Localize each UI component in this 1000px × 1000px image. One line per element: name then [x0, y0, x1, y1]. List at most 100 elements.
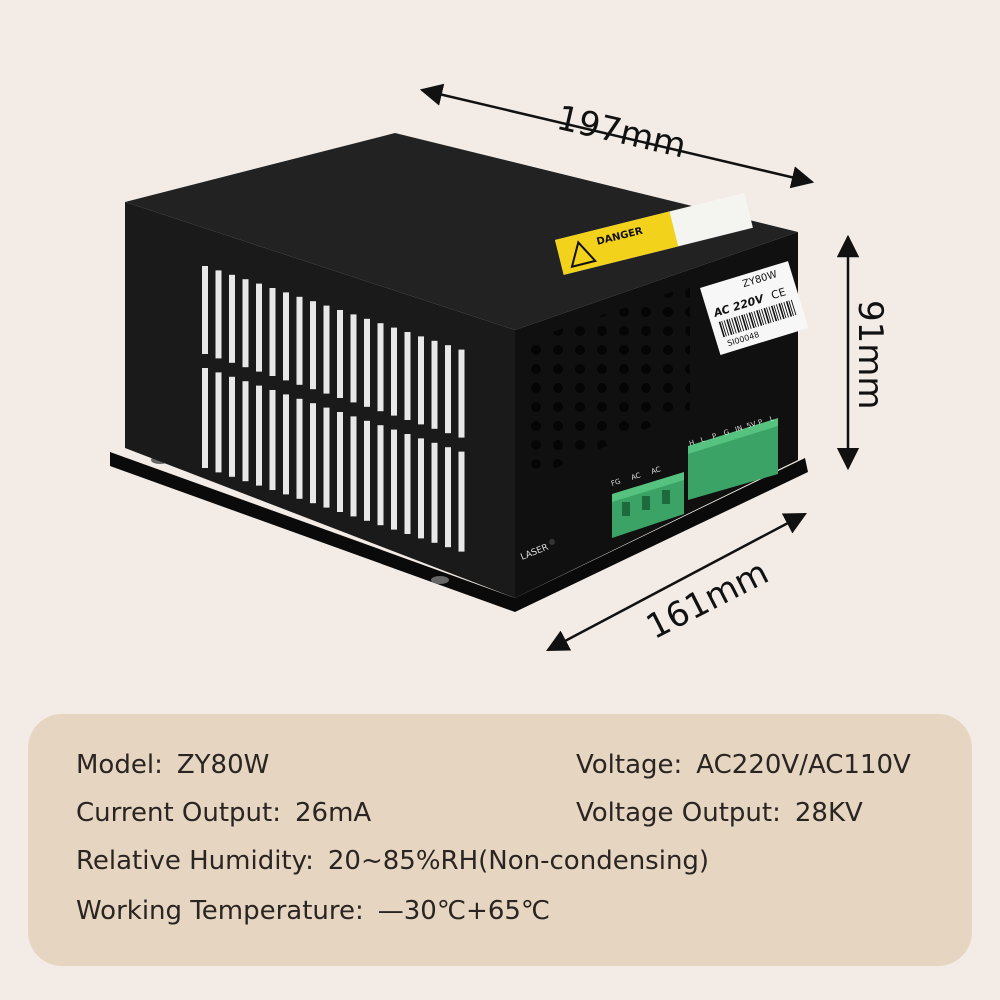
barcode-bar: [753, 311, 760, 327]
terminal-right-label: H: [688, 439, 695, 448]
barcode-bar: [780, 302, 787, 319]
screw-hole-icon: [431, 576, 449, 584]
spec-humidity-value: 20~85%RH(Non-condensing): [327, 846, 710, 876]
depth-arrow: [546, 512, 807, 652]
spec-temperature-value: —30℃+65℃: [377, 896, 551, 926]
vent-slot: [296, 296, 303, 385]
barcode-bar: [783, 301, 789, 318]
vent-slot: [229, 376, 235, 477]
spec-humidity-label: Relative Humidity:: [76, 846, 314, 876]
barcode-bar: [773, 305, 779, 321]
warning-triangle-icon: [570, 240, 598, 269]
terminal-left-label: FG: [610, 477, 621, 488]
vent-slot: [418, 438, 424, 539]
terminal-right-label: 5V: [746, 420, 757, 431]
vent-slot: [202, 266, 208, 354]
spec-humidity: Relative Humidity: 20~85%RH(Non-condensin…: [76, 846, 709, 876]
height-dimension: 91mm: [850, 300, 890, 410]
vent-slot: [215, 372, 222, 473]
barcode-bar: [763, 307, 770, 324]
vent-slot: [404, 332, 411, 420]
vent-slot: [350, 416, 357, 517]
vent-slot: [283, 292, 289, 381]
vent-slot: [215, 270, 222, 359]
barcode-bar: [718, 321, 725, 338]
spec-voltage-value: AC220V/AC110V: [696, 750, 911, 780]
vent-slot: [242, 381, 249, 482]
model-label: ZY80W AC 220V CE SI00048: [700, 261, 809, 355]
product-scene: DANGER ZY80W AC 220V CE SI00048 FG AC AC H…: [110, 83, 890, 652]
terminal-left-label: AC: [650, 465, 662, 476]
spec-voltage: Voltage:AC220V/AC110V: [576, 750, 911, 780]
vent-slot: [269, 390, 276, 490]
vent-slot: [364, 420, 370, 521]
barcode-bar: [785, 301, 793, 317]
side-vent-slots: [202, 266, 465, 552]
barcode-bar: [751, 311, 757, 328]
spec-model-value: ZY80W: [176, 750, 270, 780]
barcode-bar: [770, 305, 778, 322]
vent-slot: [256, 385, 262, 486]
barcode-bar: [761, 308, 767, 325]
front-vent-holes: [528, 286, 690, 480]
terminal-left-label: AC: [630, 471, 642, 482]
barcode-bar: [731, 317, 737, 334]
vent-slot: [404, 434, 411, 534]
side-panel: [125, 202, 515, 598]
vent-slot: [283, 394, 289, 495]
vent-slot: [458, 451, 465, 552]
vent-slot: [431, 340, 438, 429]
spec-temperature-label: Working Temperature:: [76, 896, 364, 926]
vent-slot: [323, 305, 330, 394]
terminal-right-label: IN: [734, 424, 743, 434]
vent-slot: [377, 425, 384, 526]
barcode-bar: [726, 319, 733, 336]
vent-slot: [445, 345, 451, 434]
barcode-bar: [723, 320, 730, 336]
danger-sticker: DANGER: [555, 192, 753, 275]
terminal-block-right: [688, 418, 778, 500]
barcode-bar: [728, 318, 735, 335]
barcode-bar: [733, 316, 740, 333]
barcode-bar: [788, 300, 794, 317]
vent-slot: [323, 407, 330, 508]
barcode-bar: [738, 315, 745, 332]
spec-panel: Model:ZY80W Voltage:AC220V/AC110V Curren…: [28, 714, 972, 966]
barcode-bar: [778, 303, 785, 320]
vent-slot: [377, 323, 384, 412]
barcode-bar: [768, 306, 775, 323]
barcode-bar: [790, 299, 797, 316]
barcode-bar: [746, 313, 752, 329]
vent-slot: [256, 283, 262, 372]
terminal-right-label: L: [769, 415, 775, 424]
vent-slot: [296, 398, 303, 499]
spec-model-label: Model:: [76, 750, 163, 780]
spec-current-output-value: 26mA: [295, 798, 372, 828]
spec-voltage-output-value: 28KV: [794, 798, 863, 828]
width-arrow: [419, 83, 815, 189]
vent-slot: [337, 412, 343, 512]
vent-slot: [350, 314, 357, 403]
terminal-right-label: P: [711, 432, 717, 441]
barcode-bar: [736, 316, 742, 332]
ce-mark-icon: CE: [770, 285, 788, 302]
vent-slot: [202, 368, 208, 468]
terminal-right-label: L: [700, 436, 706, 445]
vent-slot: [431, 442, 438, 543]
vent-slot: [391, 429, 397, 530]
spec-voltage-output: Voltage Output:28KV: [576, 798, 863, 828]
barcode-bar: [741, 314, 748, 331]
vent-slot: [310, 301, 316, 390]
barcode-bar: [721, 320, 727, 337]
terminal-right-label: G: [723, 428, 731, 437]
vent-slot: [364, 318, 370, 407]
vent-slot: [269, 288, 276, 376]
barcode-bar: [766, 307, 772, 323]
vent-slot: [418, 336, 424, 425]
vent-slot: [391, 327, 397, 416]
top-panel: [125, 133, 798, 330]
barcode-bar: [775, 304, 782, 320]
vent-slot: [337, 310, 343, 398]
vent-slot: [229, 274, 235, 363]
laser-led-icon: [549, 539, 555, 545]
